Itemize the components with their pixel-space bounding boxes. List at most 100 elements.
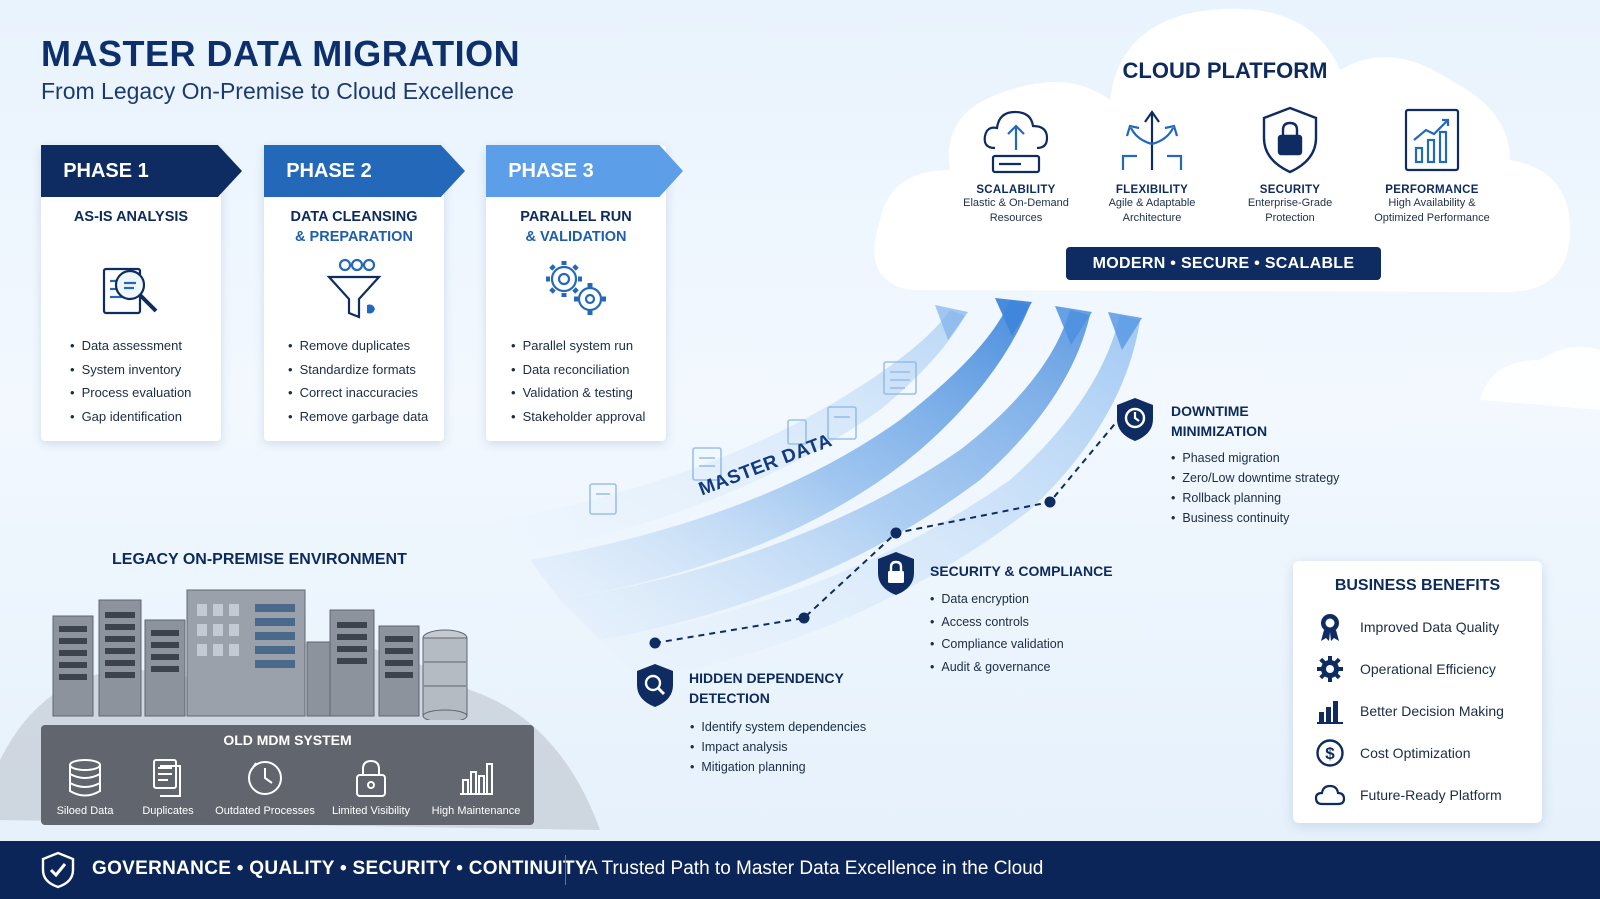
old-mdm-title: OLD MDM SYSTEM: [223, 732, 352, 748]
feature-desc: Protection: [1265, 212, 1315, 224]
milestone-title-line: SECURITY & COMPLIANCE: [930, 563, 1113, 579]
milestone-downtime-list: Phased migration Zero/Low downtime strat…: [1171, 448, 1339, 528]
arrows-split-icon: [1082, 100, 1222, 180]
phase-3-label: PHASE 3: [508, 159, 594, 182]
benefit-item-cost-optimization: $ Cost Optimization: [1314, 738, 1470, 768]
phase-2-heading-line1: DATA CLEANSING: [290, 209, 418, 225]
page-title: MASTER DATA MIGRATION: [41, 33, 521, 74]
phase-2-label: PHASE 2: [286, 159, 372, 182]
feature-desc: Elastic & On-Demand: [963, 197, 1069, 209]
bar-chart-icon: [426, 758, 526, 798]
lock-shield-icon: [876, 550, 916, 601]
phase-1-heading-line1: AS-IS ANALYSIS: [73, 209, 189, 225]
feature-desc: High Availability &: [1388, 197, 1476, 209]
cloud-shape: [874, 8, 1570, 292]
phase-3-list: Parallel system run Data reconciliation …: [511, 334, 646, 429]
gear-icon: [1314, 654, 1346, 684]
list-item: Remove duplicates: [288, 334, 428, 358]
gears-icon: [486, 255, 666, 321]
feature-desc: Agile & Adaptable: [1108, 197, 1196, 209]
old-mdm-box: [41, 725, 534, 825]
list-item: Data reconciliation: [511, 358, 645, 382]
footer-divider: [565, 855, 566, 885]
dollar-coin-icon: $: [1314, 738, 1346, 768]
milestone-security-compliance-title: SECURITY & COMPLIANCE: [930, 561, 1113, 581]
benefit-label: Cost Optimization: [1360, 745, 1471, 761]
list-item: Stakeholder approval: [511, 405, 646, 429]
bar-chart-icon: [1314, 696, 1346, 726]
milestone-security-compliance-list: Data encryption Access controls Complian…: [930, 588, 1064, 679]
cloud-banner: MODERN • SECURE • SCALABLE: [1066, 247, 1381, 280]
performance-chart-icon: [1362, 100, 1502, 180]
old-item-label: Outdated Processes: [215, 805, 315, 817]
benefit-item-data-quality: Improved Data Quality: [1314, 612, 1499, 642]
list-item: Data assessment: [70, 334, 191, 358]
list-item: Standardize formats: [288, 358, 428, 382]
shield-check-icon: [41, 851, 75, 894]
footer-statement: A Trusted Path to Master Data Excellence…: [585, 858, 1044, 879]
phase-2-heading-line2: & PREPARATION: [295, 229, 413, 245]
list-item: Parallel system run: [511, 334, 645, 358]
list-item: Remove garbage data: [288, 405, 429, 429]
footer-bar: [0, 841, 1600, 899]
old-item-label: High Maintenance: [431, 805, 521, 817]
milestone-hidden-dependency-title: HIDDEN DEPENDENCY DETECTION: [689, 668, 844, 708]
milestone-downtime-title: DOWNTIME MINIMIZATION: [1171, 401, 1267, 441]
list-item: Correct inaccuracies: [288, 381, 428, 405]
duplicate-docs-icon: [118, 758, 218, 798]
funnel-icon: [264, 255, 444, 325]
phase-1-tab: PHASE 1: [41, 145, 242, 197]
old-item-label: Siloed Data: [56, 805, 114, 817]
list-item: Impact analysis: [690, 737, 866, 757]
feature-desc: Resources: [989, 212, 1043, 224]
benefit-label: Better Decision Making: [1360, 703, 1504, 719]
list-item: System inventory: [70, 358, 191, 382]
padlock-icon: [321, 758, 421, 798]
clock-icon: [215, 758, 315, 798]
feature-name: SCALABILITY: [976, 184, 1056, 196]
legacy-servers-illustration: [52, 589, 468, 720]
list-item: Rollback planning: [1171, 488, 1339, 508]
cloud-feature-security: SECURITY Enterprise-Grade Protection: [1220, 100, 1360, 226]
phase-1-list: Data assessment System inventory Process…: [70, 334, 192, 429]
phase-2-list: Remove duplicates Standardize formats Co…: [288, 334, 429, 429]
cloud-feature-performance: PERFORMANCE High Availability & Optimize…: [1362, 100, 1502, 226]
benefit-label: Improved Data Quality: [1360, 619, 1500, 635]
benefit-label: Operational Efficiency: [1360, 661, 1496, 677]
old-item-high-maintenance: High Maintenance: [426, 758, 526, 817]
milestone-title-line: DETECTION: [689, 690, 770, 706]
cloud-feature-flexibility: FLEXIBILITY Agile & Adaptable Architectu…: [1082, 100, 1222, 226]
phase-2-tab: PHASE 2: [264, 145, 465, 197]
clock-shield-icon: [1115, 396, 1155, 447]
list-item: Audit & governance: [930, 656, 1064, 679]
cloud-feature-scalability: SCALABILITY Elastic & On-Demand Resource…: [946, 100, 1086, 226]
phase-3-heading-line2: & VALIDATION: [525, 229, 627, 245]
list-item: Mitigation planning: [690, 757, 866, 777]
old-item-label: Limited Visibility: [331, 805, 411, 817]
list-item: Business continuity: [1171, 508, 1339, 528]
old-item-siloed-data: Siloed Data: [35, 758, 135, 817]
cloud-icon: [1314, 780, 1346, 810]
milestone-title-line: DOWNTIME: [1171, 403, 1249, 419]
list-item: Data encryption: [930, 588, 1064, 611]
legacy-title: LEGACY ON-PREMISE ENVIRONMENT: [112, 551, 407, 568]
list-item: Gap identification: [70, 405, 191, 429]
business-benefits-title: BUSINESS BENEFITS: [1334, 577, 1501, 594]
award-ribbon-icon: [1314, 612, 1346, 642]
database-icon: [35, 758, 135, 798]
old-item-label: Duplicates: [142, 805, 194, 817]
milestone-title-line: MINIMIZATION: [1171, 423, 1268, 439]
benefit-item-efficiency: Operational Efficiency: [1314, 654, 1496, 684]
magnifier-document-icon: [41, 255, 221, 325]
cloud-platform-title: CLOUD PLATFORM: [1122, 58, 1328, 83]
feature-desc: Enterprise-Grade: [1247, 197, 1333, 209]
phase-1-heading: AS-IS ANALYSIS: [41, 207, 221, 227]
feature-name: SECURITY: [1259, 184, 1321, 196]
search-shield-icon: [635, 662, 675, 713]
old-item-duplicates: Duplicates: [118, 758, 218, 817]
benefit-item-decision-making: Better Decision Making: [1314, 696, 1504, 726]
feature-name: PERFORMANCE: [1385, 184, 1479, 196]
list-item: Zero/Low downtime strategy: [1171, 468, 1339, 488]
benefit-item-future-ready: Future-Ready Platform: [1314, 780, 1502, 810]
cloud-upload-icon: [946, 100, 1086, 180]
